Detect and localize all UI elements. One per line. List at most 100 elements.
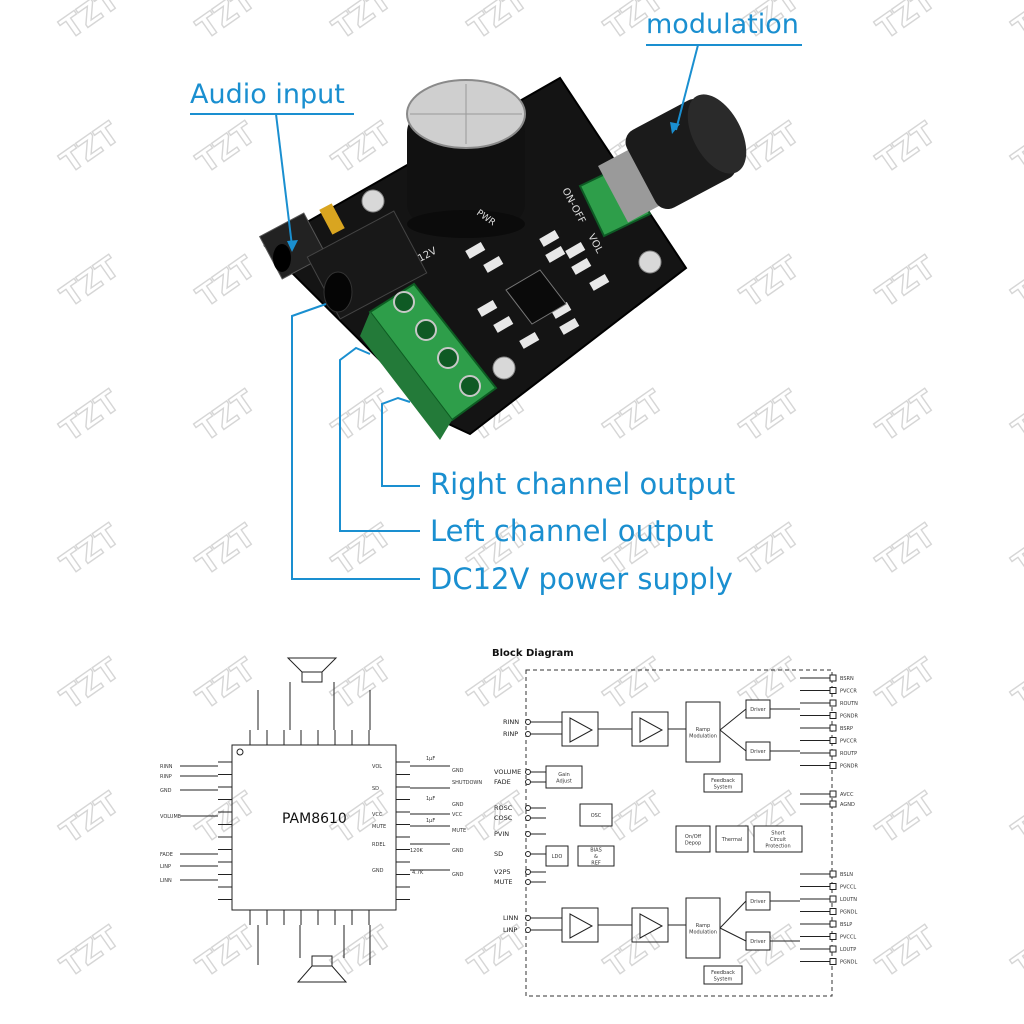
watermark-logo: TZT <box>191 786 263 851</box>
pin-marker <box>829 699 837 707</box>
pin-marker <box>829 933 837 940</box>
watermark-logo: TZT <box>55 652 127 717</box>
watermark-logo: TZT <box>871 250 943 315</box>
output-pin-label: PGNDR <box>840 714 858 720</box>
right-pin-label: VCC <box>372 812 383 818</box>
amplifier-board: ON-OFF VOL PWR 12V <box>258 76 747 440</box>
watermark-logo: TZT <box>871 920 943 985</box>
watermark-logo: TZT <box>871 652 943 717</box>
watermark-logo: TZT <box>55 116 127 181</box>
block-label: Driver <box>750 749 766 755</box>
output-pin-label: LOUTP <box>840 947 856 953</box>
watermark-logo: TZT <box>1007 920 1024 985</box>
output-pin-label: AVCC <box>840 792 854 798</box>
watermark-logo: TZT <box>191 652 263 717</box>
block-label: Driver <box>750 899 766 905</box>
block-label: Modulation <box>689 733 717 739</box>
right-net-label: GND <box>452 848 464 854</box>
block-outputs: BSRNPVCCRROUTNPGNDRBSRPPVCCRROUTPPGNDRAV… <box>800 674 858 966</box>
callout-modulation: modulation <box>646 9 799 40</box>
watermark-logo: TZT <box>55 920 127 985</box>
input-pin-label: SD <box>494 850 503 858</box>
amplifier-ic <box>505 269 567 325</box>
right-net-label: MUTE <box>452 828 466 834</box>
output-pin-label: ROUTP <box>840 751 857 757</box>
block-label: OSC <box>591 813 602 819</box>
watermark-logo: TZT <box>55 384 127 449</box>
watermark-logo: TZT <box>327 384 399 449</box>
input-pin-label: LINN <box>503 914 518 922</box>
chip-pins <box>218 682 410 965</box>
function-block <box>715 825 749 853</box>
block-label: Gain <box>558 772 570 778</box>
output-pin-label: BSRP <box>840 726 853 732</box>
function-block <box>675 825 711 853</box>
output-pin-label: AGND <box>840 802 855 808</box>
watermark-logo: TZT <box>735 920 807 985</box>
watermark-logo: TZT <box>871 384 943 449</box>
output-pin-label: PGNDL <box>840 910 857 916</box>
left-pin-label: GND <box>160 788 172 794</box>
block-label: REF <box>591 861 601 867</box>
left-pin-label: LINN <box>160 878 172 884</box>
watermark-logo: TZT <box>327 518 399 583</box>
block-label: On/Off <box>685 834 702 840</box>
output-pin-label: PVCCL <box>840 935 856 941</box>
pin-marker <box>829 870 837 878</box>
pin-marker <box>829 920 837 928</box>
output-pin-label: PVCCR <box>840 739 857 745</box>
component-value: 1µF <box>426 818 435 824</box>
component-value: 1µF <box>426 796 435 802</box>
function-blocks: GainAdjustOSCLDOBIAS&REFFeedbackSystemOn… <box>545 699 803 985</box>
smd-components <box>465 230 610 349</box>
watermark-logo: TZT <box>55 786 127 851</box>
watermark-logo: TZT <box>1007 786 1024 851</box>
block-label: Feedback <box>711 778 735 784</box>
input-pin-label: V2P5 <box>494 868 511 876</box>
watermark-logo: TZT <box>191 384 263 449</box>
watermark-logo: TZT <box>735 384 807 449</box>
watermark-logo: TZT <box>191 0 263 47</box>
right-pin-label: SD <box>372 786 379 792</box>
block-label: Protection <box>765 844 790 850</box>
watermark-logo: TZT <box>463 652 535 717</box>
input-pin-label: MUTE <box>494 878 512 886</box>
watermark-logo: TZT <box>1007 518 1024 583</box>
watermark-logo: TZT <box>1007 116 1024 181</box>
block-inputs: RINNRINPVOLUMEFADEROSCCOSCPVINSDV2P5MUTE… <box>494 718 562 934</box>
pin-marker <box>525 769 531 775</box>
left-pin-label: VOLUME <box>160 814 181 820</box>
pin-marker <box>525 731 531 737</box>
dc-jack <box>306 210 428 320</box>
function-block <box>703 965 743 985</box>
pin-marker <box>525 831 531 837</box>
amplifier-triangle <box>639 717 664 743</box>
watermark-logo: TZT <box>599 920 671 985</box>
right-pin-label: MUTE <box>372 824 386 830</box>
function-block <box>545 765 583 789</box>
block-label: Ramp <box>696 727 710 733</box>
pin-marker <box>525 927 531 933</box>
callouts: modulation Audio input Right channel out… <box>190 9 802 596</box>
output-pin-label: PVCCR <box>840 689 857 695</box>
watermark-logo: TZT <box>1007 652 1024 717</box>
callout-power-supply: DC12V power supply <box>430 562 733 596</box>
function-block <box>703 773 743 793</box>
block-label: Modulation <box>689 929 717 935</box>
pin-marker <box>525 879 531 885</box>
mounting-hole <box>492 356 516 380</box>
block-label: LDO <box>552 854 563 860</box>
watermark-logo: TZT <box>599 652 671 717</box>
right-net-label: SHUTDOWN <box>452 780 482 786</box>
block-label: System <box>714 784 733 790</box>
amplifier-stages <box>561 708 800 943</box>
component-value: 120K <box>410 848 424 854</box>
component-value: 1µF <box>426 756 435 762</box>
pin-marker <box>525 915 531 921</box>
pin-marker <box>829 749 837 757</box>
right-net-label: GND <box>452 802 464 808</box>
callout-audio-input: Audio input <box>190 79 345 110</box>
watermark-logo: TZT <box>191 518 263 583</box>
wire <box>719 900 747 929</box>
